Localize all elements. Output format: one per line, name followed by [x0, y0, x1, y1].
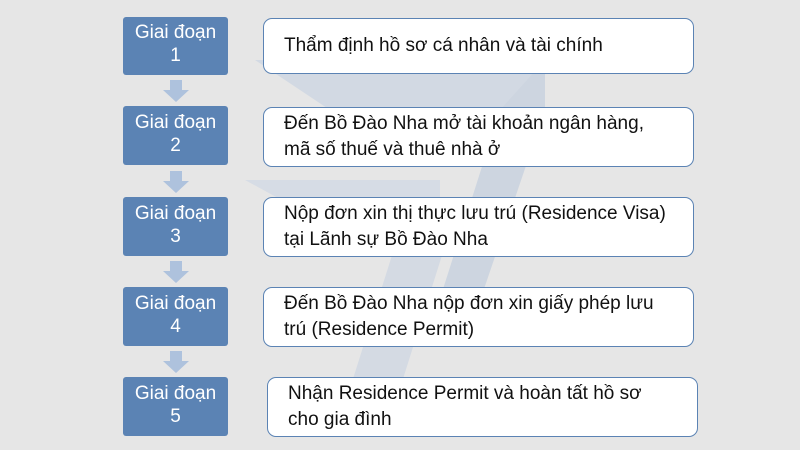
stage-description: Đến Bồ Đào Nha nộp đơn xin giấy phép lưu… [284, 293, 654, 340]
stage-box-1: Giai đoạn 1 [123, 17, 228, 75]
stage-box-2: Giai đoạn 2 [123, 106, 228, 165]
stage-description: Nhận Residence Permit và hoàn tất hồ sơ … [288, 383, 642, 430]
stage-number: 4 [170, 315, 181, 337]
stage-description-box-1: Thẩm định hồ sơ cá nhân và tài chính [263, 18, 694, 74]
stage-label: Giai đoạn [134, 292, 217, 314]
stage-label: Giai đoạn [134, 22, 217, 43]
down-arrow-icon [163, 261, 189, 283]
stage-box-5: Giai đoạn 5 [123, 377, 228, 436]
stage-description: Thẩm định hồ sơ cá nhân và tài chính [284, 35, 603, 56]
stage-number: 2 [170, 134, 181, 156]
stage-description-box-4: Đến Bồ Đào Nha nộp đơn xin giấy phép lưu… [263, 287, 694, 347]
stage-description-box-3: Nộp đơn xin thị thực lưu trú (Residence … [263, 197, 694, 257]
down-arrow-icon [163, 351, 189, 373]
stage-number: 1 [170, 45, 181, 66]
stage-number: 5 [170, 405, 181, 427]
stage-label: Giai đoạn [134, 111, 217, 133]
stage-number: 3 [170, 225, 181, 247]
down-arrow-icon [163, 171, 189, 193]
stage-description-box-5: Nhận Residence Permit và hoàn tất hồ sơ … [267, 377, 698, 437]
stage-box-3: Giai đoạn 3 [123, 197, 228, 256]
stage-description-box-2: Đến Bồ Đào Nha mở tài khoản ngân hàng, m… [263, 107, 694, 167]
stage-box-4: Giai đoạn 4 [123, 287, 228, 346]
down-arrow-icon [163, 80, 189, 102]
stage-description: Nộp đơn xin thị thực lưu trú (Residence … [284, 203, 666, 250]
stage-description: Đến Bồ Đào Nha mở tài khoản ngân hàng, m… [284, 113, 644, 160]
stage-label: Giai đoạn [134, 202, 217, 224]
stage-label: Giai đoạn [134, 382, 217, 404]
